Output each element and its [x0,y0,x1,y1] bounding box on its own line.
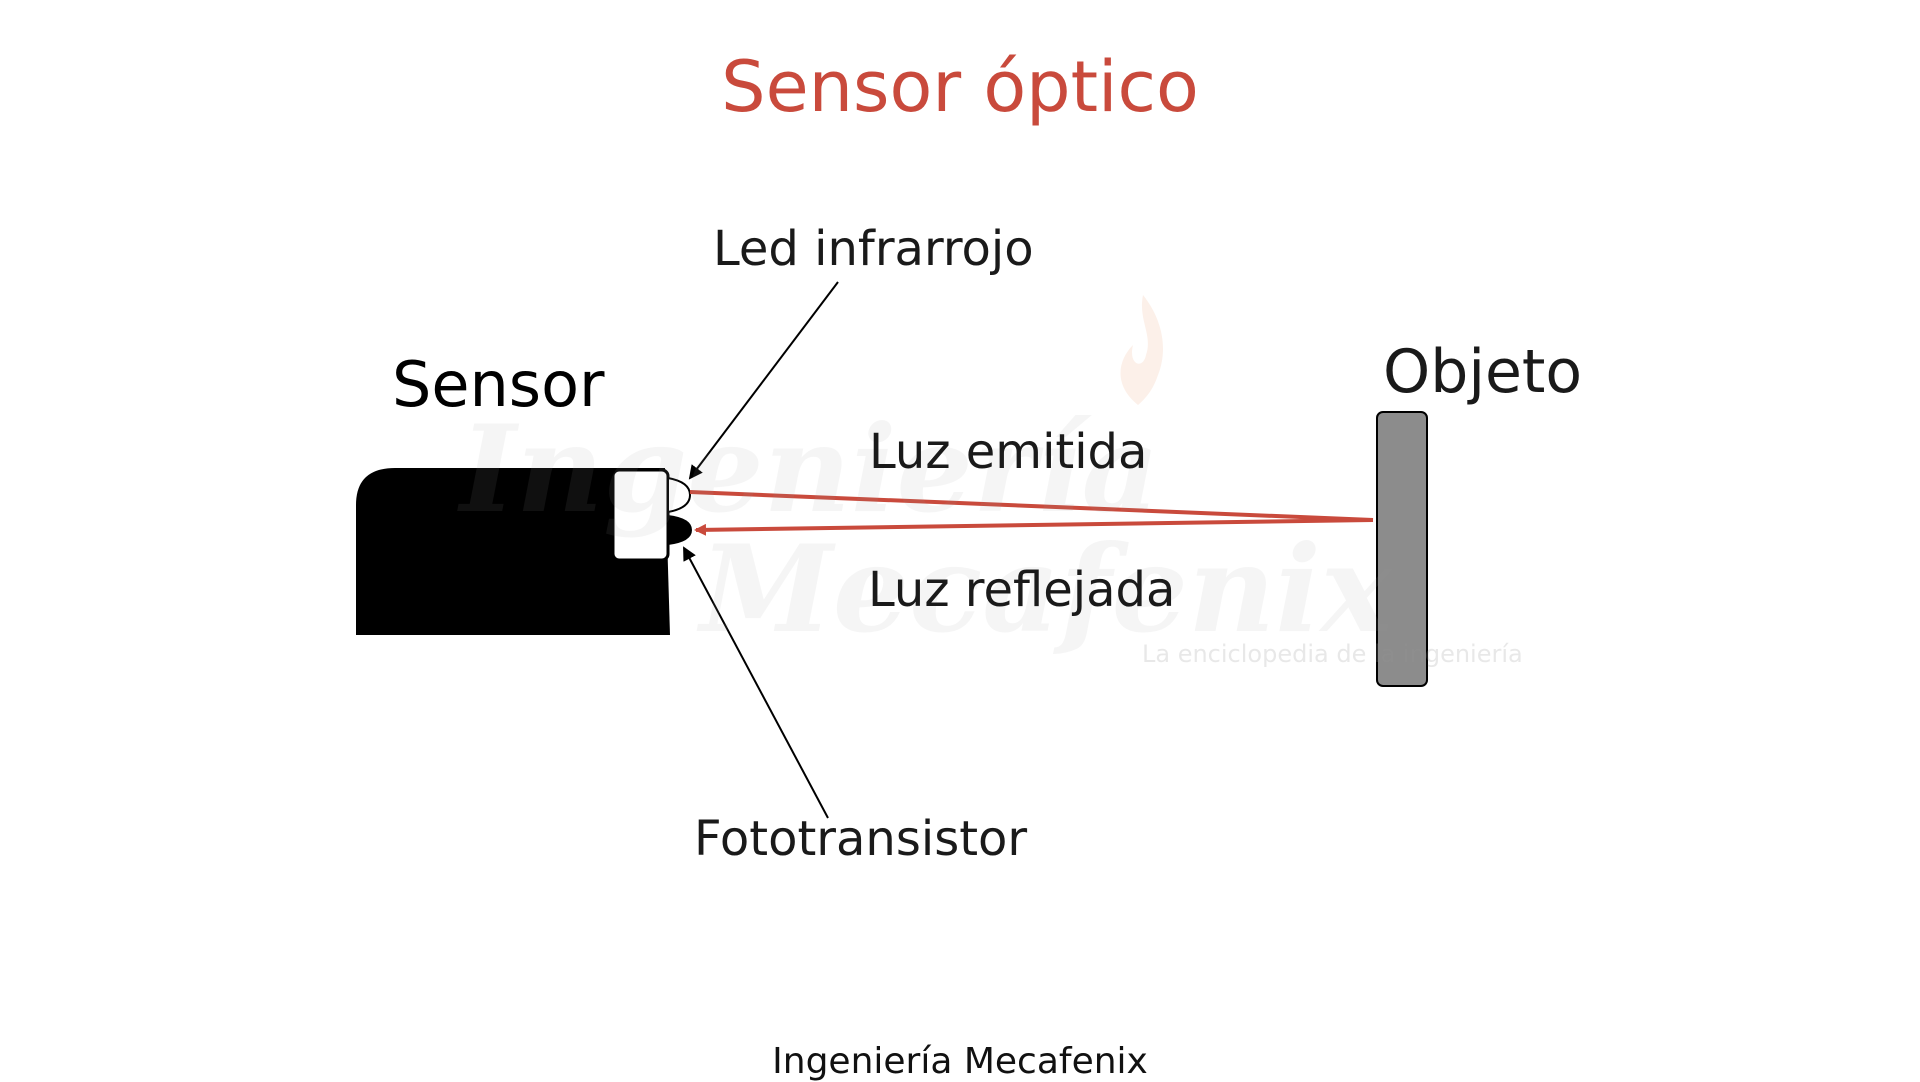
reflected-light-ray [696,520,1373,530]
ir-led [668,478,690,512]
phototransistor [668,515,692,545]
sensor-label: Sensor [392,354,605,416]
footer-credit: Ingeniería Mecafenix [0,1044,1920,1080]
object-label: Objeto [1383,342,1582,402]
diagram-title: Sensor óptico [0,52,1920,122]
reflected-light-label: Luz reflejada [868,566,1175,614]
led-label: Led infrarrojo [713,225,1034,273]
emitted-light-ray [690,492,1373,520]
led-pointer-arrow [690,282,838,478]
emitted-light-label: Luz emitida [869,428,1147,476]
object-block [1377,412,1427,686]
sensor-face [613,470,668,560]
phototransistor-pointer-arrow [684,548,828,818]
phototransistor-label: Fototransistor [694,815,1027,863]
